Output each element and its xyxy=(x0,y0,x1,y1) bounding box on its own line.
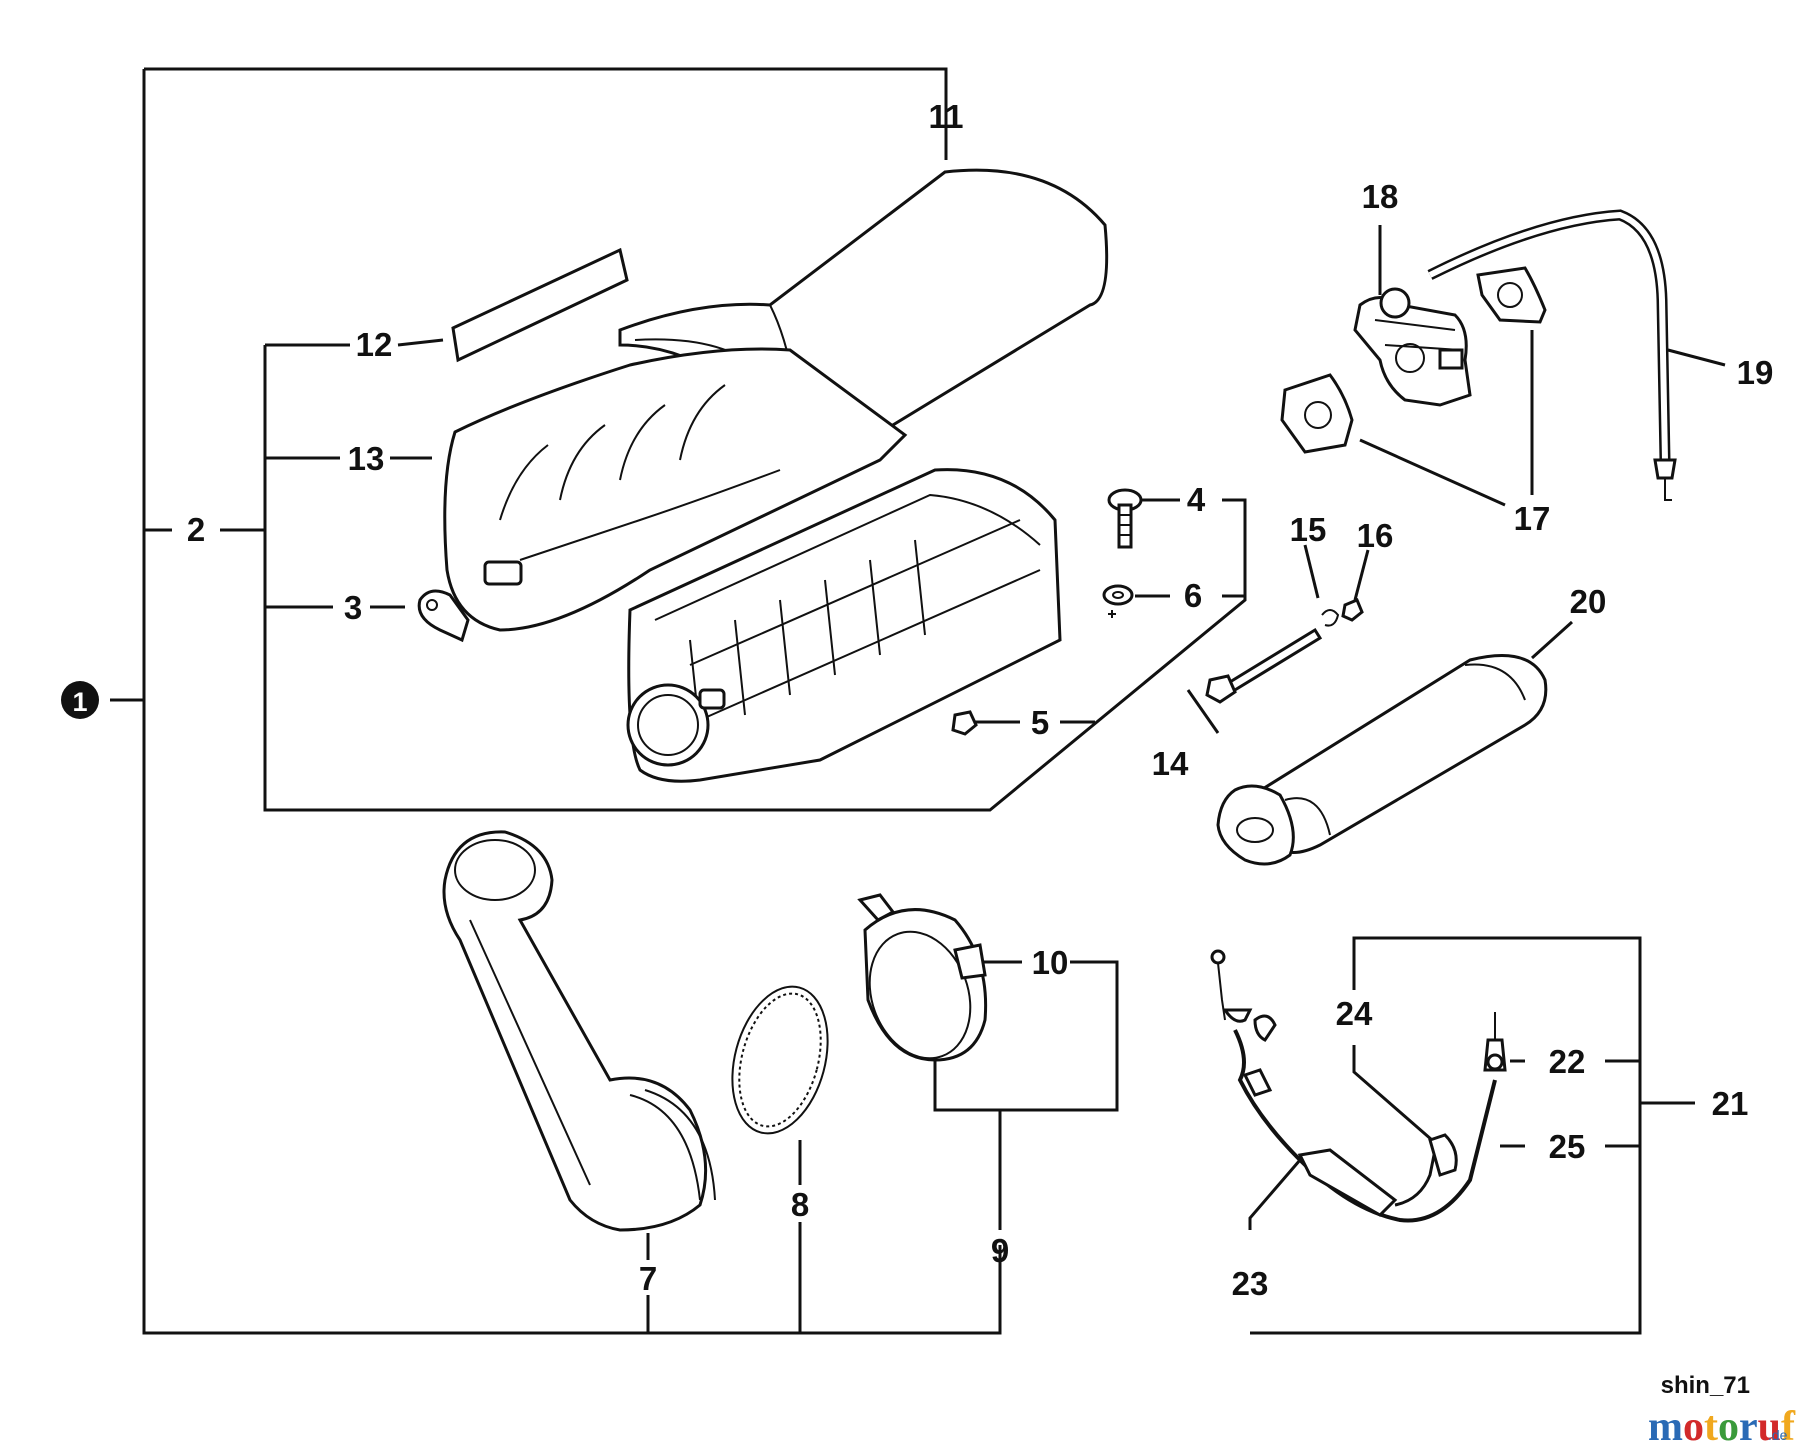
part-18-carburetor xyxy=(1353,287,1472,407)
label-15: 15 xyxy=(1290,511,1327,548)
leader-23 xyxy=(1248,1159,1302,1230)
logo-wordmark: motoruf xyxy=(1648,1404,1796,1444)
label-4: 4 xyxy=(1187,481,1206,518)
part-20-hose xyxy=(1216,654,1548,866)
label-20: 20 xyxy=(1570,583,1607,620)
label-7: 7 xyxy=(639,1260,657,1297)
label-8: 8 xyxy=(791,1186,809,1223)
part-17-gaskets xyxy=(1280,266,1547,454)
leader-lines xyxy=(110,67,1726,1335)
label-23: 23 xyxy=(1232,1265,1269,1302)
label-22: 22 xyxy=(1549,1043,1586,1080)
leader-15 xyxy=(1303,544,1320,599)
label-24: 24 xyxy=(1336,995,1373,1032)
label-18: 18 xyxy=(1362,178,1399,215)
motoruf-logo: motoruf .de xyxy=(1648,1404,1796,1444)
label-9: 9 xyxy=(991,1232,1009,1269)
source-code: shin_71 xyxy=(1661,1372,1750,1399)
parts-art xyxy=(417,168,1677,1232)
part-8-ring xyxy=(731,985,829,1135)
leader-17a xyxy=(1359,438,1506,507)
label-10: 10 xyxy=(1032,944,1069,981)
part-2-base xyxy=(626,468,1062,783)
leader-20 xyxy=(1530,620,1574,660)
label-21: 21 xyxy=(1712,1085,1749,1122)
part-6-washer xyxy=(1102,584,1134,618)
label-11: 11 xyxy=(929,98,964,135)
label-6: 6 xyxy=(1184,577,1202,614)
label-25: 25 xyxy=(1549,1128,1586,1165)
callout-labels: 1 11 12 13 2 3 4 6 5 18 19 17 15 16 20 1… xyxy=(61,98,1773,1302)
leader-12b xyxy=(397,338,444,347)
part-13-case xyxy=(443,347,908,632)
root-marker xyxy=(61,681,99,719)
label-3: 3 xyxy=(344,589,362,626)
part-4-screw xyxy=(1107,488,1143,549)
label-19: 19 xyxy=(1737,354,1774,391)
part-10-clamp xyxy=(857,893,988,1062)
leader-16 xyxy=(1353,549,1370,601)
part-3-clip xyxy=(417,589,470,643)
part-19-tube xyxy=(1427,209,1677,501)
part-14-bolt xyxy=(1205,627,1323,704)
leader-14 xyxy=(1186,689,1220,734)
label-16: 16 xyxy=(1357,517,1394,554)
label-13: 13 xyxy=(348,440,385,477)
label-12: 12 xyxy=(356,326,393,363)
part-12-label xyxy=(451,247,629,363)
bracket-21 xyxy=(1250,936,1642,1335)
part-7-elbow xyxy=(442,830,716,1232)
label-5: 5 xyxy=(1031,704,1049,741)
label-17: 17 xyxy=(1514,500,1551,537)
leader-19 xyxy=(1667,348,1726,367)
logo-suffix: .de xyxy=(1768,1427,1788,1443)
root-marker-label: 1 xyxy=(72,687,87,717)
label-2: 2 xyxy=(187,511,205,548)
bracket-9-10 xyxy=(933,960,1119,1112)
label-14: 14 xyxy=(1152,745,1189,782)
part-21-cables xyxy=(1210,949,1507,1223)
part-5-nut xyxy=(951,710,978,736)
bracket-2 xyxy=(263,345,1247,812)
leader-24 xyxy=(1352,1045,1433,1142)
part-15-16-small xyxy=(1321,598,1364,627)
leader-11 xyxy=(144,67,948,160)
